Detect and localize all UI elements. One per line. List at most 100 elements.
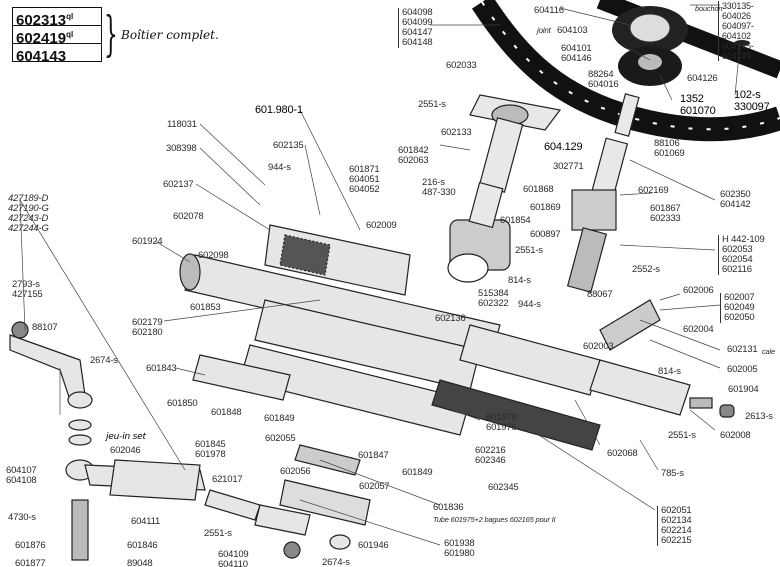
part-suffix: ql bbox=[66, 12, 74, 21]
part-label: 604126 bbox=[687, 73, 718, 84]
part-label: 604098 604099 604147 604148 bbox=[398, 8, 433, 48]
part-label: 602098 bbox=[198, 250, 229, 261]
part-label: 602005 bbox=[727, 364, 758, 375]
part-label: 2551-s bbox=[515, 245, 543, 256]
part-label: 601946 bbox=[358, 540, 389, 551]
part-label-note: joint bbox=[537, 26, 551, 35]
part-label: 601847 bbox=[358, 450, 389, 461]
part-label: 601848 bbox=[211, 407, 242, 418]
part-label: 2674-s bbox=[322, 557, 350, 567]
part-label: 602216 602346 bbox=[475, 445, 506, 466]
part-label: 602345 bbox=[488, 482, 519, 493]
part-label: 102-s 330097 bbox=[734, 89, 770, 113]
part-label: 604101 604146 bbox=[561, 43, 592, 64]
part-label: 88106 601069 bbox=[654, 138, 685, 159]
part-label: 602068 bbox=[607, 448, 638, 459]
part-label: 602008 bbox=[720, 430, 751, 441]
part-label: 4730-s bbox=[8, 512, 36, 523]
part-label: 944-s bbox=[518, 299, 541, 310]
part-label: 602055 bbox=[265, 433, 296, 444]
reference-row: 602419ql bbox=[13, 26, 101, 47]
part-number: 602419 bbox=[16, 30, 67, 47]
part-label-note: jeu-in set bbox=[106, 432, 146, 442]
part-number: 602313 bbox=[16, 12, 67, 29]
part-label: 2613-s bbox=[745, 411, 773, 422]
part-label: 601877 bbox=[15, 558, 46, 567]
part-label: 601843 bbox=[146, 363, 177, 374]
part-label: 602003 bbox=[583, 341, 614, 352]
part-label: 88107 bbox=[32, 322, 58, 333]
part-label: 216-s 487-330 bbox=[422, 177, 456, 198]
part-suffix: ql bbox=[66, 30, 74, 39]
part-label: 601846 bbox=[127, 540, 158, 551]
part-label: 601869 bbox=[530, 202, 561, 213]
part-label: 604107 604108 bbox=[6, 465, 37, 486]
part-label-note: Tube 601975+2 bagues 602165 pour II bbox=[433, 515, 556, 524]
part-label: 601867 602333 bbox=[650, 203, 681, 224]
part-label: 302771 bbox=[553, 161, 584, 172]
brace: } bbox=[104, 6, 118, 62]
part-label: 601924 bbox=[132, 236, 163, 247]
part-number: 604143 bbox=[16, 48, 67, 65]
part-label: 601871 604051 604052 bbox=[349, 164, 380, 195]
part-label: 2674-s bbox=[90, 355, 118, 366]
part-label: 602135 bbox=[273, 140, 304, 151]
part-label-note: cale bbox=[762, 347, 775, 356]
reference-row: 602313ql bbox=[13, 8, 101, 29]
part-label: 2551-s bbox=[204, 528, 232, 539]
part-label: 88067 bbox=[587, 289, 613, 300]
part-label: 602033 bbox=[446, 60, 477, 71]
part-label: 515384 602322 bbox=[478, 288, 509, 309]
part-label: 785-s bbox=[661, 468, 684, 479]
part-label: H 442-109 602053 602054 602116 bbox=[718, 235, 765, 275]
part-label: 308398 bbox=[166, 143, 197, 154]
part-label: 2793-s 427155 bbox=[12, 279, 43, 300]
part-label: 621017 bbox=[212, 474, 243, 485]
part-label: 330135-604026 604097-604102 604145-60414… bbox=[718, 1, 780, 61]
part-label: 602133 bbox=[441, 127, 472, 138]
part-label: 602046 bbox=[110, 445, 141, 456]
part-label: 2551-s bbox=[668, 430, 696, 441]
part-label: 602078 bbox=[173, 211, 204, 222]
part-label: 601938 601980 bbox=[444, 538, 475, 559]
steering-wheel bbox=[471, 0, 780, 142]
part-label: 601849 bbox=[264, 413, 295, 424]
complete-box-caption: Boîtier complet. bbox=[121, 28, 219, 42]
part-label: 601904 bbox=[728, 384, 759, 395]
part-label: 814-s bbox=[508, 275, 531, 286]
part-label: 604.129 bbox=[544, 141, 583, 153]
part-label: 602169 bbox=[638, 185, 669, 196]
part-label: 601876 bbox=[15, 540, 46, 551]
rack-tubes bbox=[179, 224, 691, 451]
part-label: 2552-s bbox=[632, 264, 660, 275]
part-label: 600897 bbox=[530, 229, 561, 240]
part-label: 601853 bbox=[190, 302, 221, 313]
part-label: 601845 601978 bbox=[195, 439, 226, 460]
part-label: 602137 bbox=[163, 179, 194, 190]
part-label: 602007 602049 602050 bbox=[720, 293, 755, 323]
part-label: 814-s bbox=[658, 366, 681, 377]
part-label: 602004 bbox=[683, 324, 714, 335]
part-label: 602051 602134 602214 602215 bbox=[657, 506, 692, 546]
part-label: 601836 bbox=[433, 502, 464, 513]
part-label: 601842 602063 bbox=[398, 145, 429, 166]
part-label: 944-s bbox=[268, 162, 291, 173]
part-label: 602131 bbox=[727, 344, 758, 355]
tie-rod-parts bbox=[9, 321, 735, 561]
part-label: 602136 bbox=[435, 313, 466, 324]
part-label: 602350 604142 bbox=[720, 189, 751, 210]
steering-column-parts bbox=[447, 93, 640, 293]
part-label: 604116 bbox=[534, 5, 564, 16]
part-label: 604111 bbox=[131, 516, 161, 527]
part-label: 602009 bbox=[366, 220, 397, 231]
part-label: 601849 bbox=[402, 467, 433, 478]
part-label: 601879 601976 bbox=[486, 412, 517, 433]
part-label-note: bouchon bbox=[695, 4, 723, 13]
part-label: 601.980-1 bbox=[255, 104, 303, 116]
part-label: 427189-D 427190-G 427243-D 427244-G bbox=[8, 193, 49, 234]
part-label: 88264 604016 bbox=[588, 69, 619, 90]
part-label: 602179 602180 bbox=[132, 317, 163, 338]
part-label: 604103 bbox=[557, 25, 588, 36]
